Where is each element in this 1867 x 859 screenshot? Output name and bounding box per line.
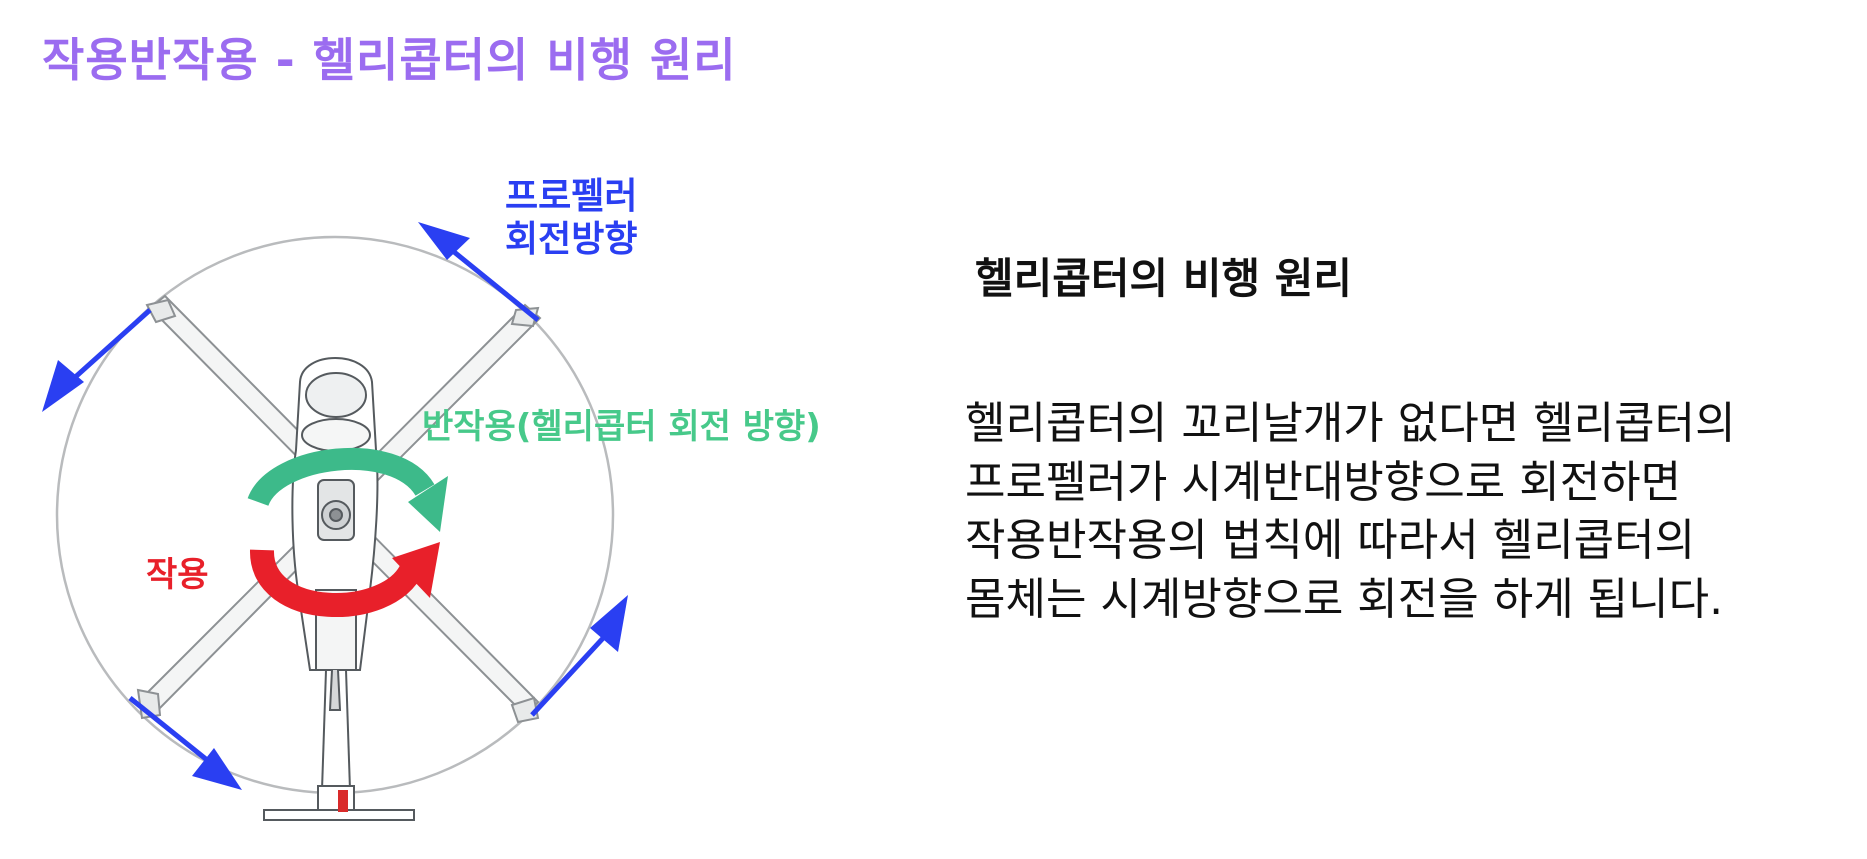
action-label: 작용 [146,555,209,595]
blue-arrow-right [530,595,628,717]
reaction-arrow [247,447,448,532]
helicopter-illustration [42,222,628,821]
blue-arrow-left [42,308,152,412]
description-line: 헬리콥터의 꼬리날개가 없다면 헬리콥터의 [965,398,1736,449]
action-arrow [249,542,440,617]
blue-arrow-bottom-left [128,696,242,790]
propeller-rotation-label: 프로펠러 회전방향 [505,175,637,261]
description-line: 작용반작용의 법칙에 따라서 헬리콥터의 [965,515,1696,567]
propeller-label-line1: 프로펠러 [505,176,638,217]
description-text: 헬리콥터의 꼬리날개가 없다면 헬리콥터의 프로펠러가 시계반대방향으로 회전하… [965,395,1855,629]
section-title: 헬리콥터의 비행 원리 [975,254,1353,303]
description-line: 몸체는 시계방향으로 회전을 하게 됩니다. [965,573,1724,625]
propeller-rotation-arrows [42,222,628,790]
propeller-label-line2: 회전방향 [505,219,638,261]
page-title: 작용반작용 - 헬리콥터의 비행 원리 [42,33,737,87]
description-line: 프로펠러가 시계반대방향으로 회전하면 [965,456,1682,508]
helicopter-diagram: 프로펠러 회전방향 반작용(헬리콥터 회전 방향) 작용 [0,150,960,859]
reaction-label: 반작용(헬리콥터 회전 방향) [422,407,821,447]
blue-arrow-top [418,222,540,322]
